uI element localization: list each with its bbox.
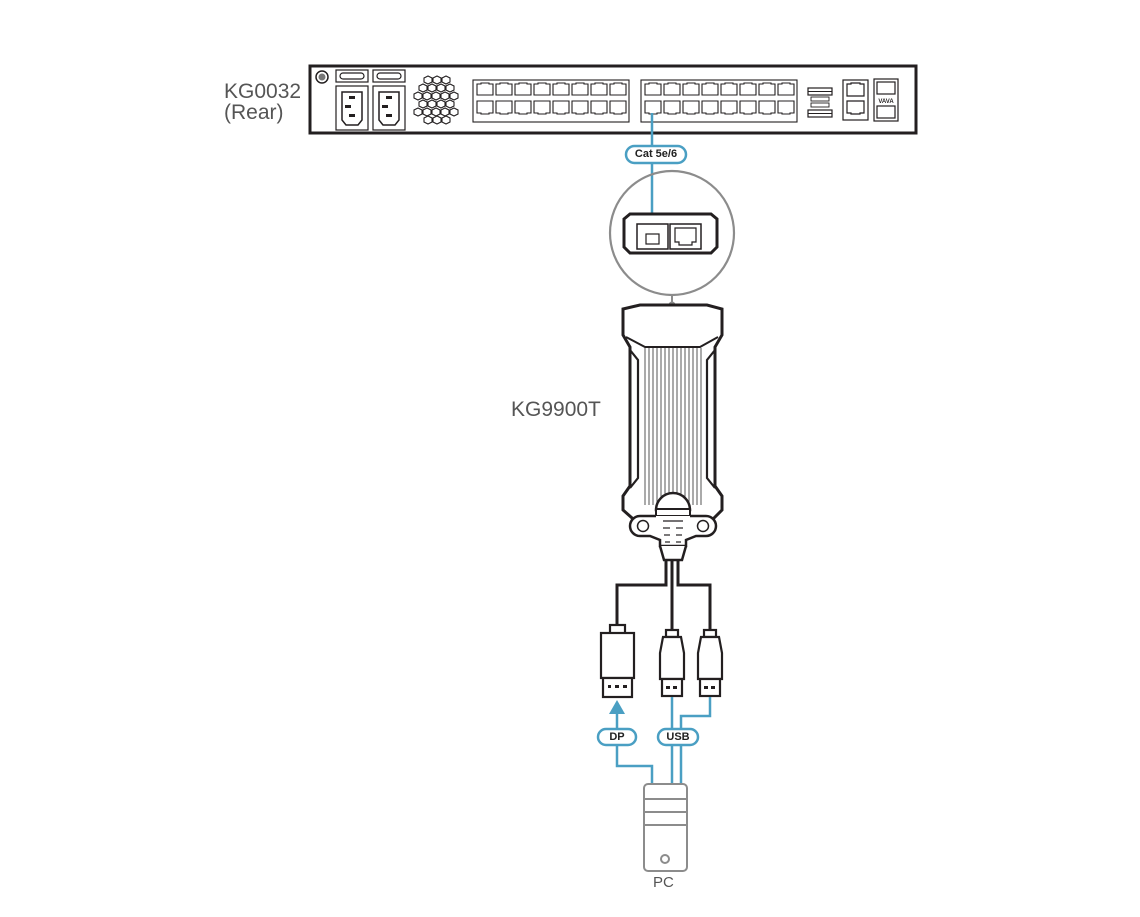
rj45-port-bank-2 xyxy=(640,79,798,123)
usb-connector-1 xyxy=(658,628,686,698)
usb-label-pill xyxy=(656,727,700,747)
fan-vent-icon xyxy=(413,75,459,125)
kvm-switch-rear-panel: VAVA xyxy=(308,64,918,135)
pc-cables xyxy=(615,697,712,783)
switch-view-label: (Rear) xyxy=(224,101,284,124)
adapter-cables xyxy=(615,560,712,630)
dp-label-pill xyxy=(596,727,638,747)
adapter-model-label: KG9900T xyxy=(511,398,601,421)
displayport-connector xyxy=(599,623,636,699)
rj45-port-bank-1 xyxy=(472,79,630,123)
usb-connector-2 xyxy=(696,628,724,698)
dp-label: DP xyxy=(609,731,625,743)
svg-text:VAVA: VAVA xyxy=(878,99,894,105)
power-socket-icon xyxy=(335,85,406,131)
terminal-block-icon xyxy=(807,87,833,118)
usb-port-icon: VAVA xyxy=(873,78,899,122)
usb-label: USB xyxy=(666,731,690,743)
ground-screw-icon xyxy=(315,70,329,84)
pc-tower-icon xyxy=(643,783,688,872)
cable-type-label: Cat 5e/6 xyxy=(634,148,678,160)
adapter-port-callout xyxy=(608,169,736,309)
power-switch-icon xyxy=(335,69,406,83)
console-port-icon xyxy=(842,79,869,121)
arrow-up-icon xyxy=(609,700,625,714)
kg9900t-adapter xyxy=(621,303,724,562)
cat-cable-label-pill xyxy=(624,144,688,165)
switch-model-label: KG0032 xyxy=(224,80,302,103)
pc-label: PC xyxy=(653,874,674,891)
